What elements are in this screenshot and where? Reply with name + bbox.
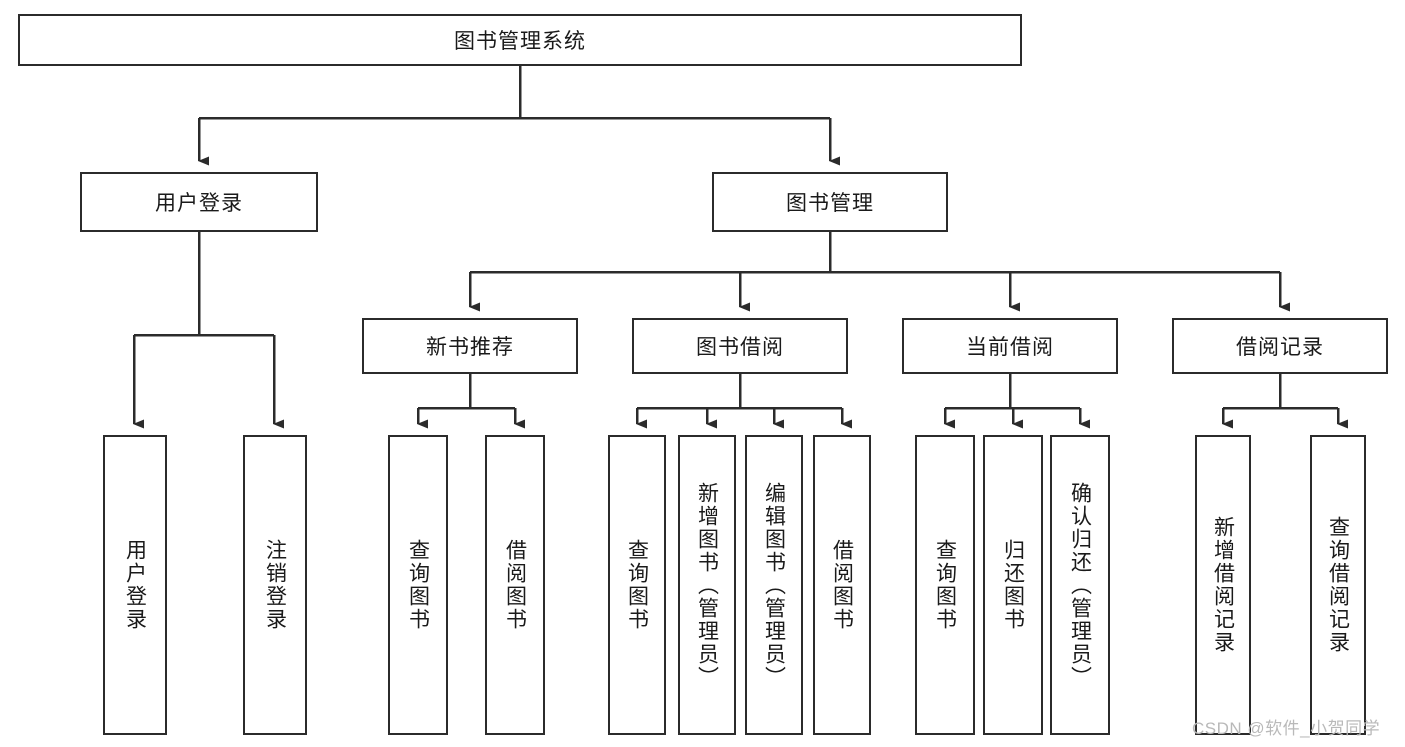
node-label: 当前借阅 <box>966 336 1054 359</box>
node-root[interactable]: 图书管理系统 <box>18 14 1022 66</box>
node-label: 归还图书 <box>1001 539 1025 631</box>
node-book-borrow[interactable]: 图书借阅 <box>632 318 848 374</box>
node-new-book-recommend[interactable]: 新书推荐 <box>362 318 578 374</box>
node-label: 新增图书（管理员） <box>695 481 719 689</box>
node-label: 用户登录 <box>155 192 243 215</box>
node-label: 编辑图书（管理员） <box>762 481 786 689</box>
node-label: 查询图书 <box>933 539 957 631</box>
csdn-watermark: CSDN @软件_小贺同学 <box>1192 719 1381 738</box>
node-current-borrow[interactable]: 当前借阅 <box>902 318 1118 374</box>
node-borrow-record[interactable]: 借阅记录 <box>1172 318 1388 374</box>
node-leaf-query-record[interactable]: 查询借阅记录 <box>1310 435 1366 735</box>
node-label: 新书推荐 <box>426 336 514 359</box>
node-label: 查询借阅记录 <box>1326 516 1350 654</box>
node-leaf-edit-book[interactable]: 编辑图书（管理员） <box>745 435 803 735</box>
node-label: 图书借阅 <box>696 336 784 359</box>
node-leaf-confirm-return[interactable]: 确认归还（管理员） <box>1050 435 1110 735</box>
node-label: 用户登录 <box>123 539 147 631</box>
node-label: 借阅图书 <box>503 539 527 631</box>
node-label: 图书管理系统 <box>454 30 586 53</box>
node-label: 查询图书 <box>625 539 649 631</box>
node-leaf-logout[interactable]: 注销登录 <box>243 435 307 735</box>
node-label: 新增借阅记录 <box>1211 516 1235 654</box>
node-leaf-query-book-2[interactable]: 查询图书 <box>608 435 666 735</box>
node-leaf-borrow-book-1[interactable]: 借阅图书 <box>485 435 545 735</box>
node-leaf-return-book[interactable]: 归还图书 <box>983 435 1043 735</box>
node-leaf-user-login[interactable]: 用户登录 <box>103 435 167 735</box>
node-label: 图书管理 <box>786 192 874 215</box>
node-leaf-borrow-book-2[interactable]: 借阅图书 <box>813 435 871 735</box>
node-leaf-query-book-3[interactable]: 查询图书 <box>915 435 975 735</box>
node-leaf-add-book[interactable]: 新增图书（管理员） <box>678 435 736 735</box>
node-label: 借阅图书 <box>830 539 854 631</box>
node-book-manage[interactable]: 图书管理 <box>712 172 948 232</box>
node-leaf-query-book-1[interactable]: 查询图书 <box>388 435 448 735</box>
node-label: 借阅记录 <box>1236 336 1324 359</box>
node-label: 注销登录 <box>263 539 287 631</box>
node-leaf-add-record[interactable]: 新增借阅记录 <box>1195 435 1251 735</box>
node-user-login[interactable]: 用户登录 <box>80 172 318 232</box>
node-label: 查询图书 <box>406 539 430 631</box>
node-label: 确认归还（管理员） <box>1068 481 1092 689</box>
